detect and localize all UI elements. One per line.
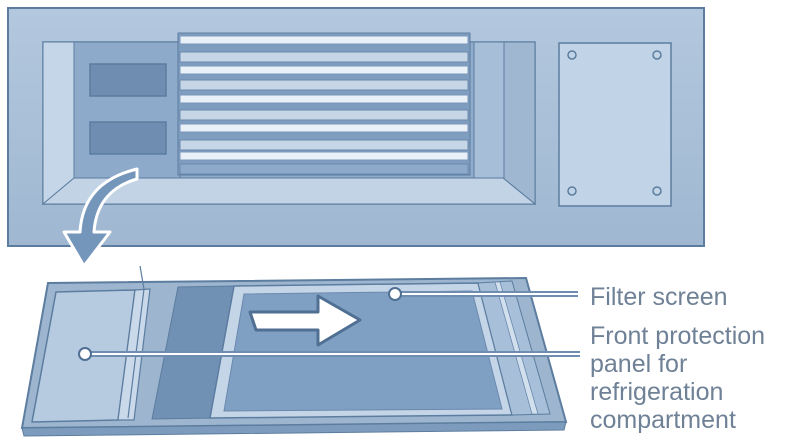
coil-slats <box>177 32 471 176</box>
front-panel-label: Front protection panel for refrigeration… <box>590 322 766 434</box>
filter-screen-label: Filter screen <box>590 283 728 311</box>
control-module-lower <box>89 121 167 155</box>
leader-line-front-panel <box>78 347 580 361</box>
screw-icon <box>567 50 577 60</box>
screw-icon <box>652 186 662 196</box>
indoor-unit-housing <box>7 7 705 247</box>
right-arrow-icon <box>248 294 362 347</box>
leader-line-filter <box>388 287 578 301</box>
screw-icon <box>567 186 577 196</box>
access-plate <box>558 42 672 207</box>
curved-down-arrow-icon <box>62 167 139 268</box>
screw-icon <box>652 50 662 60</box>
control-module-upper <box>89 63 167 97</box>
